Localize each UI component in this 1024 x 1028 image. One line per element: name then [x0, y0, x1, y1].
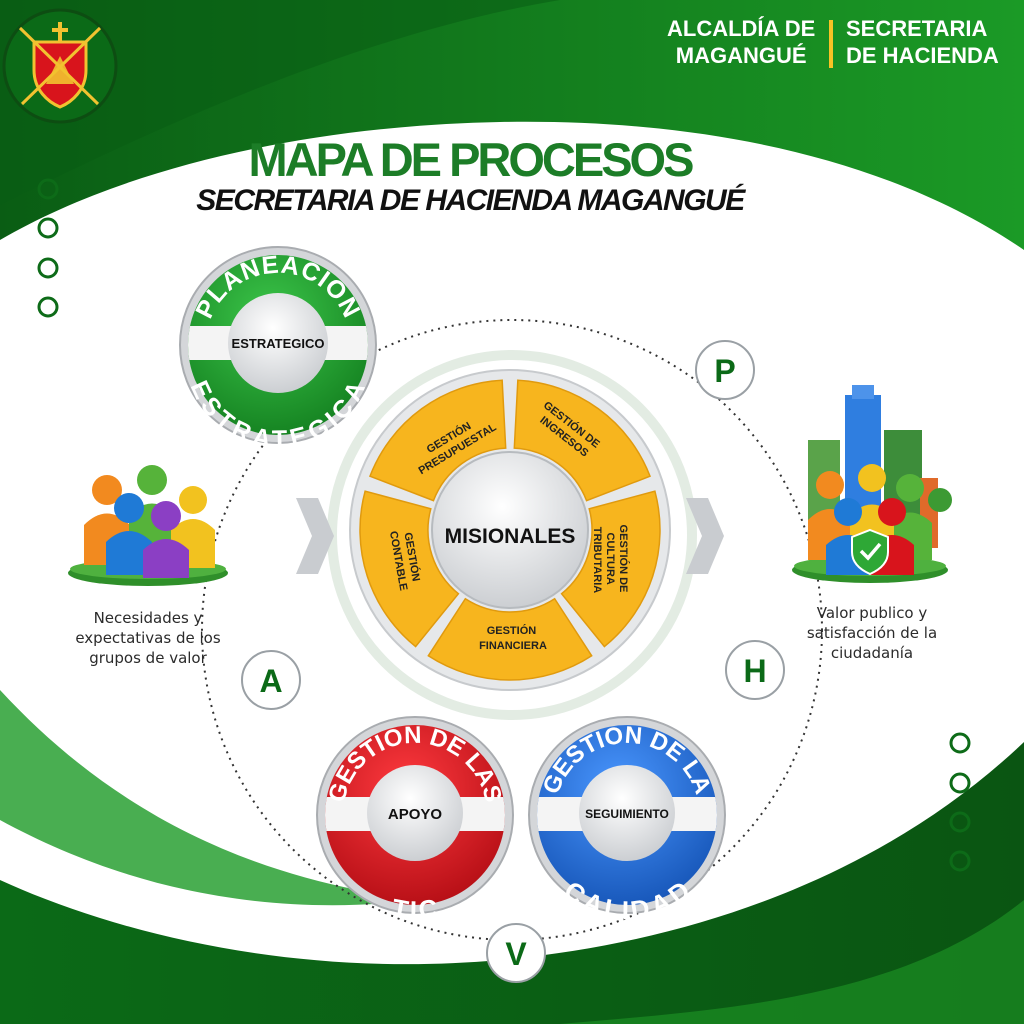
- input-caption: Necesidades y expectativas de los grupos…: [48, 608, 248, 668]
- subtitle: SECRETARIA DE HACIENDA MAGANGUÉ: [196, 183, 746, 217]
- phva-v-label: V: [505, 936, 527, 972]
- quality-band-label: SEGUIMIENTO: [585, 807, 669, 821]
- segment-financiera-label: GESTIÓN FINANCIERA: [479, 624, 547, 652]
- phva-p-label: P: [714, 353, 735, 389]
- output-caption: Valor publico y satisfacción de la ciuda…: [772, 603, 972, 663]
- missional-wheel: MISIONALES GESTIÓN PRESUPUESTAL GESTIÓN …: [349, 369, 671, 691]
- header-alcaldia-line1: ALCALDÍA DE: [667, 16, 816, 41]
- header-secretaria-line2: DE HACIENDA: [846, 43, 999, 68]
- missional-center-label: MISIONALES: [445, 525, 576, 548]
- strategic-badge: ESTRATEGICO PLANEACION ESTRATEGICA: [179, 246, 377, 454]
- segment-presupuestal: [368, 379, 507, 502]
- main-title: MAPA DE PROCESOS: [249, 133, 694, 186]
- input-arrow: [296, 498, 334, 574]
- left-dots-decoration: [37, 178, 59, 318]
- output-caption-line1: Valor publico y: [816, 604, 928, 622]
- phva-a-badge: A: [241, 650, 301, 710]
- output-caption-line2: satisfacción de la: [806, 624, 938, 642]
- phva-a-label: A: [259, 663, 282, 699]
- bottom-light-swoosh: [0, 690, 420, 906]
- phva-p-badge: P: [695, 340, 755, 400]
- phva-h-badge: H: [725, 640, 785, 700]
- people-group-illustration: [68, 465, 228, 586]
- city-citizens-illustration: [792, 385, 952, 583]
- segment-financiera: [427, 597, 593, 681]
- input-caption-line1: Necesidades y: [93, 609, 203, 627]
- right-dots-decoration: [949, 732, 971, 872]
- bottom-green-swoosh: [0, 742, 1024, 1024]
- header-secretaria-line1: SECRETARIA: [846, 16, 988, 41]
- header-alcaldia: ALCALDÍA DE MAGANGUÉ: [667, 15, 815, 69]
- input-caption-line3: grupos de valor: [89, 649, 207, 667]
- support-band-label: APOYO: [388, 806, 443, 823]
- missional-segments: [359, 379, 661, 681]
- strategic-band-label: ESTRATEGICO: [232, 336, 325, 351]
- output-arrow: [686, 498, 724, 574]
- phva-h-label: H: [743, 653, 766, 689]
- segment-cultura: [560, 490, 661, 648]
- header-divider: [829, 20, 833, 68]
- segment-contable: [359, 490, 460, 648]
- phva-v-badge: V: [486, 923, 546, 983]
- header-secretaria: SECRETARIA DE HACIENDA: [846, 15, 999, 69]
- support-arc-bottom: TIC: [390, 893, 440, 926]
- header-alcaldia-line2: MAGANGUÉ: [675, 43, 807, 68]
- input-caption-line2: expectativas de los: [75, 629, 221, 647]
- municipal-logo: [2, 8, 118, 124]
- segment-cultura-label: GESTIÓN DE CULTURA TRIBUTARIA: [591, 525, 630, 596]
- phva-cycle-ring: [201, 319, 823, 941]
- top-dark-swoosh: [0, 0, 560, 205]
- quality-badge: SEGUIMIENTO GESTION DE LA CALIDAD: [528, 716, 726, 925]
- output-caption-line3: ciudadanía: [830, 644, 914, 662]
- segment-ingresos: [513, 379, 652, 502]
- bottom-right-swoosh: [560, 900, 1024, 1024]
